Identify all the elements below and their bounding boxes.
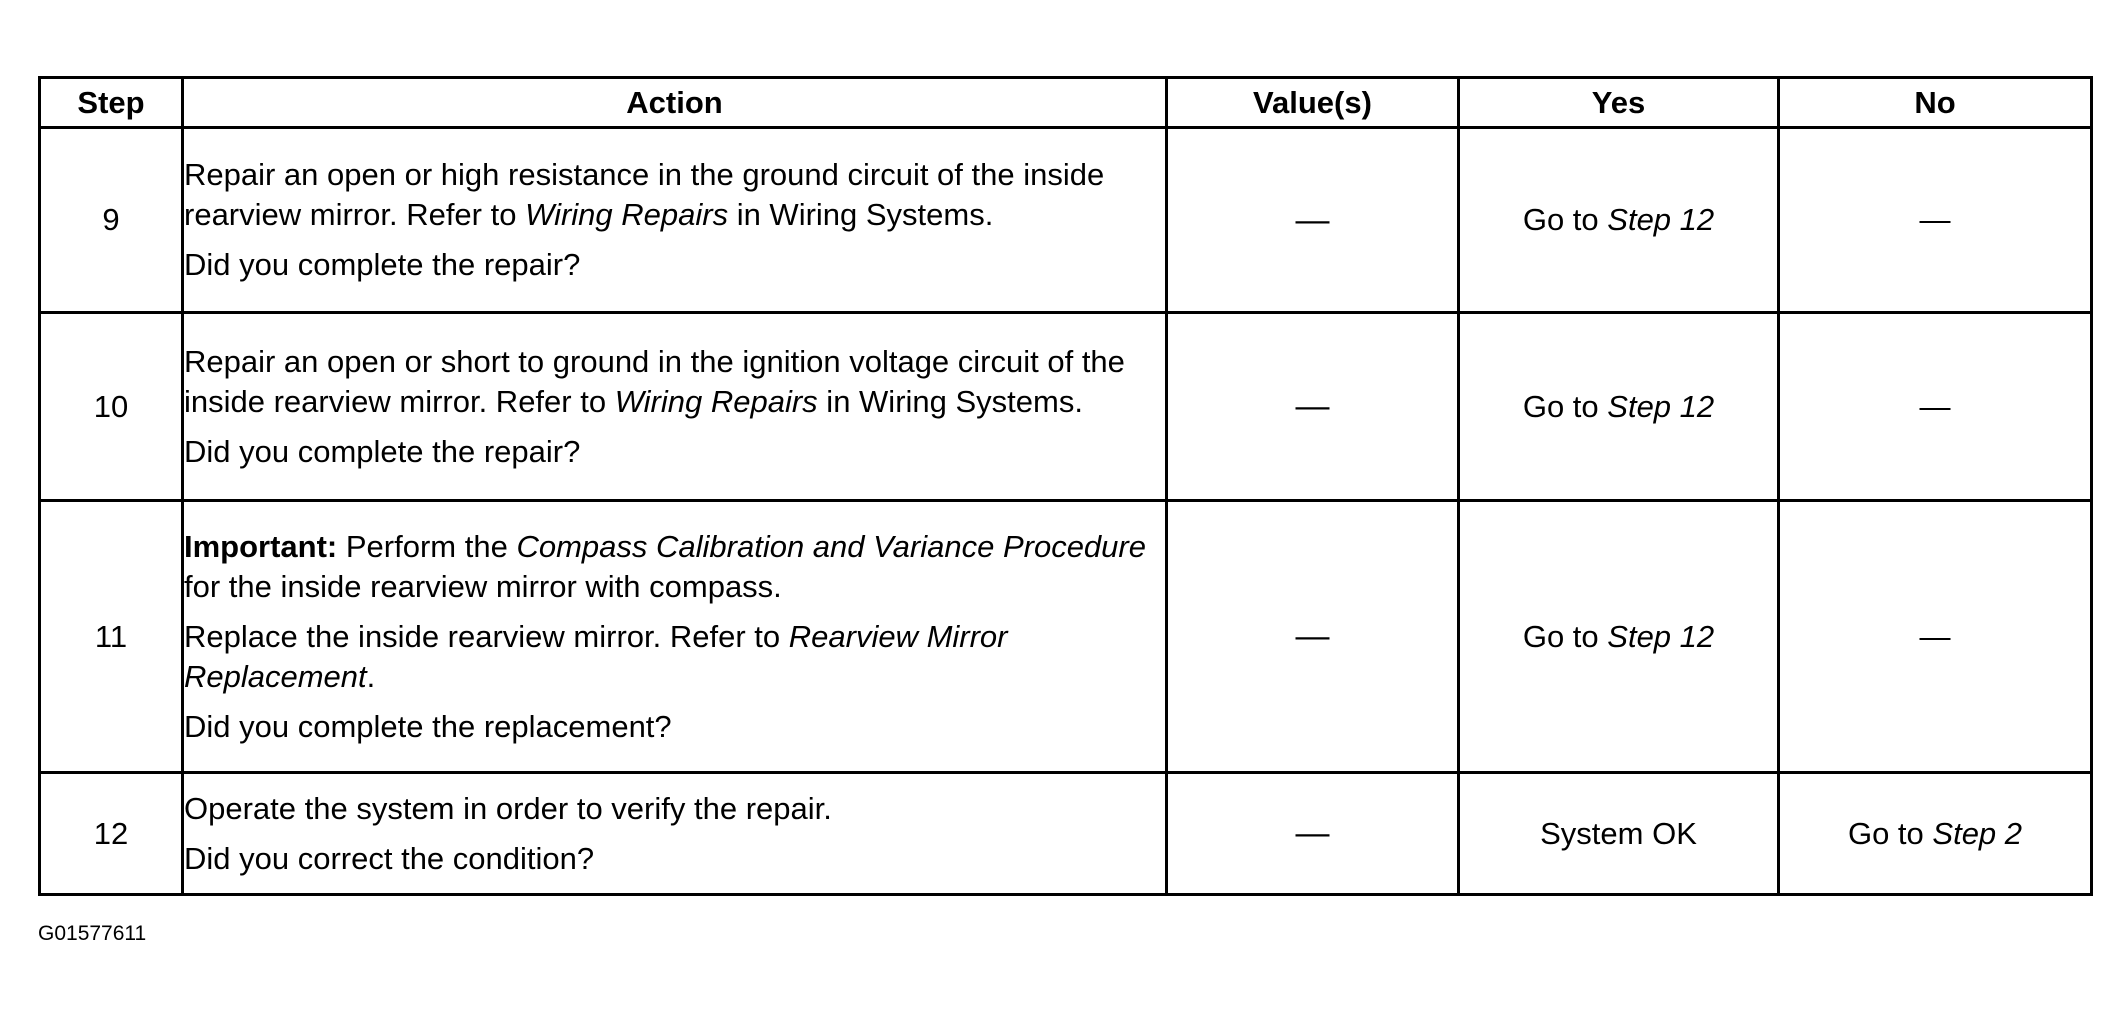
no-cell: — (1777, 311, 2093, 502)
yes-cell: System OK (1457, 771, 1780, 896)
action-instruction: Operate the system in order to verify th… (184, 790, 832, 826)
yes-cell: Go to Step 12 (1457, 311, 1780, 502)
important-note: Important: Perform the Compass Calibrati… (184, 528, 1146, 604)
table-row-step-9: 9 Repair an open or high resistance in t… (38, 126, 2093, 314)
reference-link[interactable]: Wiring Repairs (525, 197, 729, 232)
action-question: Did you correct the condition? (184, 840, 595, 876)
no-cell: — (1777, 126, 2093, 314)
reference-link[interactable]: Rearview Mirror Replacement (184, 618, 1008, 694)
header-action: Action (181, 76, 1168, 129)
action-cell: Repair an open or short to ground in the… (181, 311, 1168, 502)
step-number: 12 (38, 771, 184, 896)
reference-link[interactable]: Compass Calibration and Variance Procedu… (516, 528, 1146, 564)
table-row-step-11: 11 Important: Perform the Compass Calibr… (38, 499, 2093, 774)
action-instruction: Repair an open or high resistance in the… (184, 157, 1105, 232)
table-row-step-12: 12 Operate the system in order to verify… (38, 771, 2093, 896)
yes-cell: Go to Step 12 (1457, 499, 1780, 774)
header-values: Value(s) (1165, 76, 1460, 129)
header-no: No (1777, 76, 2093, 129)
step-number: 9 (38, 126, 184, 314)
values-cell: — (1165, 771, 1460, 896)
action-cell: Repair an open or high resistance in the… (181, 126, 1168, 314)
step-number: 10 (38, 311, 184, 502)
header-yes: Yes (1457, 76, 1780, 129)
yes-cell: Go to Step 12 (1457, 126, 1780, 314)
important-label: Important: (184, 528, 338, 564)
table-row-step-10: 10 Repair an open or short to ground in … (38, 311, 2093, 502)
action-question: Did you complete the replacement? (184, 708, 672, 744)
reference-link[interactable]: Wiring Repairs (614, 383, 818, 419)
diagnostic-table: Step Action Value(s) Yes No 9 Repair an … (38, 76, 2093, 896)
goto-step-link[interactable]: Step 12 (1607, 202, 1715, 237)
header-step: Step (38, 76, 184, 129)
values-cell: — (1165, 499, 1460, 774)
values-cell: — (1165, 126, 1460, 314)
action-cell: Operate the system in order to verify th… (181, 771, 1168, 896)
action-question: Did you complete the repair? (184, 433, 581, 469)
action-instruction: Replace the inside rearview mirror. Refe… (184, 618, 1008, 694)
no-cell: Go to Step 2 (1777, 771, 2093, 896)
header-row: Step Action Value(s) Yes No (38, 76, 2093, 129)
action-cell: Important: Perform the Compass Calibrati… (181, 499, 1168, 774)
action-instruction: Repair an open or short to ground in the… (184, 343, 1125, 419)
goto-step-link[interactable]: Step 12 (1607, 618, 1715, 654)
values-cell: — (1165, 311, 1460, 502)
goto-step-link[interactable]: Step 12 (1607, 388, 1715, 424)
goto-step-link[interactable]: Step 2 (1932, 815, 2023, 851)
figure-id: G01577611 (38, 922, 147, 945)
action-question: Did you complete the repair? (184, 247, 581, 282)
step-number: 11 (38, 499, 184, 774)
no-cell: — (1777, 499, 2093, 774)
